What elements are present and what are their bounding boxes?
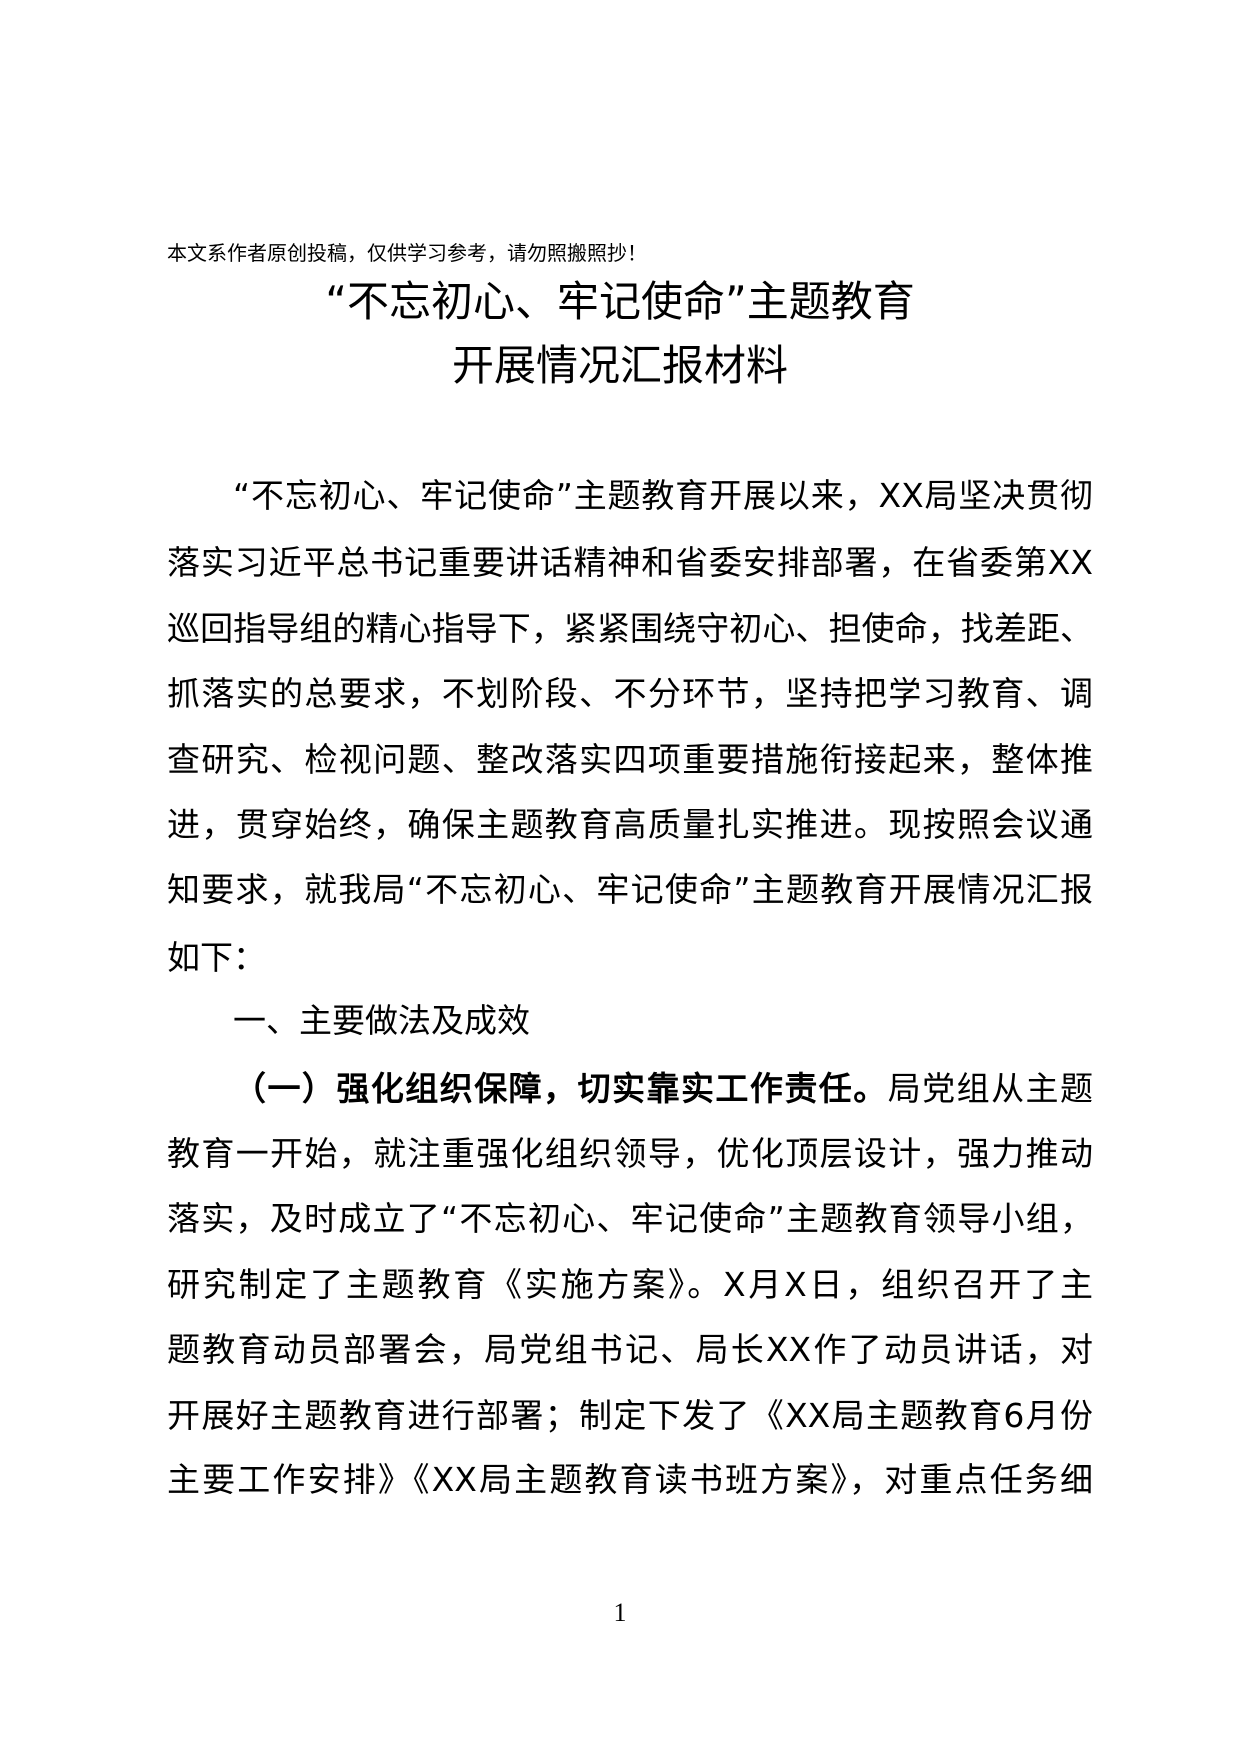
paragraph-line: 查研究、检视问题、整改落实四项重要措施衔接起来，整体推 [167,740,1093,779]
paragraph-line: 落实习近平总书记重要讲话精神和省委安排部署，在省委第XX [167,543,1093,582]
paragraph-line: 主要工作安排》《XX局主题教育读书班方案》，对重点任务细 [167,1460,1093,1499]
paragraph-line: 开展好主题教育进行部署；制定下发了《XX局主题教育6月份 [167,1396,1093,1435]
section-heading: 一、主要做法及成效 [233,1001,530,1040]
paragraph-line: 抓落实的总要求，不划阶段、不分环节，坚持把学习教育、调 [167,674,1093,713]
page-number: 1 [613,1598,627,1627]
subsection-heading: （一）强化组织保障，切实靠实工作责任。 [233,1069,888,1108]
title-line-1: “不忘初心、牢记使命”主题教育 [325,277,915,326]
header-note: 本文系作者原创投稿，仅供学习参考，请勿照搬照抄！ [167,241,647,265]
paragraph-line: （一）强化组织保障，切实靠实工作责任。局党组从主题 [233,1069,1093,1109]
paragraph-line: “不忘初心、牢记使命”主题教育开展以来，XX局坚决贯彻 [233,476,1093,515]
paragraph-line: 进，贯穿始终，确保主题教育高质量扎实推进。现按照会议通 [167,805,1093,844]
paragraph-line: 知要求，就我局“不忘初心、牢记使命”主题教育开展情况汇报 [167,870,1093,909]
paragraph-line: 题教育动员部署会，局党组书记、局长XX作了动员讲话，对 [167,1330,1093,1369]
paragraph-line: 教育一开始，就注重强化组织领导，优化顶层设计，强力推动 [167,1134,1093,1173]
title-line-2: 开展情况汇报材料 [451,341,788,390]
paragraph-text: 局党组从主题 [887,1069,1094,1108]
paragraph-line: 落实，及时成立了“不忘初心、牢记使命”主题教育领导小组， [167,1199,1093,1238]
paragraph-line: 如下： [167,938,266,977]
paragraph-line: 巡回指导组的精心指导下，紧紧围绕守初心、担使命，找差距、 [167,609,1093,648]
paragraph-line: 研究制定了主题教育《实施方案》。X月X日，组织召开了主 [167,1265,1093,1304]
